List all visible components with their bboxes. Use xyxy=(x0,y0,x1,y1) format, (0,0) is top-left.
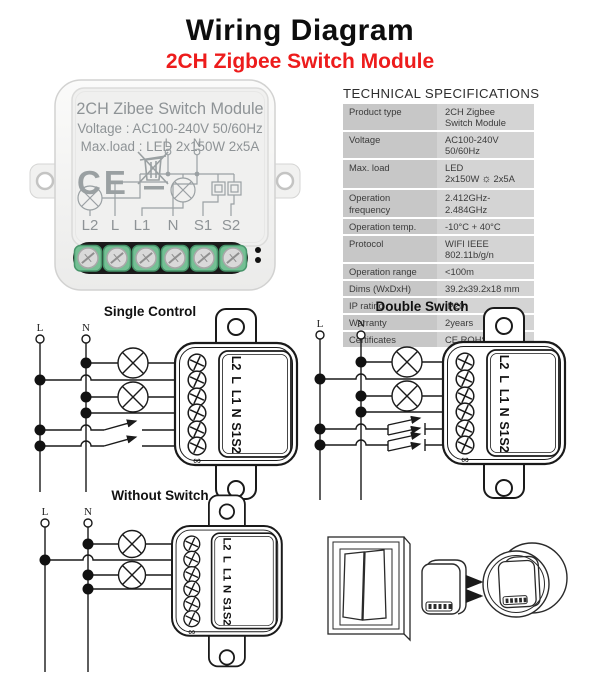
spec-label: Certificates xyxy=(343,332,437,348)
lamp-symbol xyxy=(391,346,423,378)
without-switch-diagram: Without Switch L N xyxy=(39,488,283,672)
photo-label-l1: L1 xyxy=(134,217,151,234)
indicator-dot xyxy=(255,257,261,263)
terminal-strip xyxy=(73,242,261,274)
installation-illustration xyxy=(327,536,568,642)
page-title: Wiring Diagram xyxy=(185,14,415,47)
switch-lever xyxy=(103,435,138,447)
lamp-symbol xyxy=(117,529,147,559)
neutral-wire-label: N xyxy=(84,506,92,518)
switch-lever xyxy=(103,419,138,431)
photo-product-title: 2CH Zibee Switch Module xyxy=(76,100,263,118)
photo-label-s1: S1 xyxy=(194,217,212,234)
spec-label: Dims (WxDxH) xyxy=(343,281,437,297)
spec-value: WIFI IEEE 802.11b/g/n xyxy=(437,235,534,262)
spec-value: 2CH Zigbee Switch Module xyxy=(437,104,534,131)
spec-row: Dims (WxDxH)39.2x39.2x18 mm xyxy=(343,281,534,297)
double-switch-diagram: Double Switch L N xyxy=(314,299,567,500)
neutral-wire-label: N xyxy=(82,322,90,334)
spec-value: <100m xyxy=(437,263,534,279)
wiring xyxy=(40,518,184,672)
specs-heading: TECHNICAL SPECIFICATIONS xyxy=(343,86,540,101)
ear-hole-left xyxy=(35,171,55,191)
neutral-wire-label: N xyxy=(357,318,365,330)
wiring xyxy=(315,330,456,500)
page-subtitle: 2CH Zigbee Switch Module xyxy=(165,50,435,73)
printed-schematic xyxy=(77,148,242,216)
spec-label: Voltage xyxy=(343,132,437,159)
single-control-title: Single Control xyxy=(104,304,196,319)
switch-lever xyxy=(387,425,422,436)
printed-schematic-labels: L N L2 L L1 N S1 S2 xyxy=(82,138,241,234)
switch-lever xyxy=(387,441,422,452)
photo-label-l: L xyxy=(111,217,119,234)
photo-label-s2: S2 xyxy=(222,217,240,234)
spec-label: IP rating xyxy=(343,298,437,314)
double-switch-title: Double Switch xyxy=(375,299,468,314)
spec-value: 39.2x39.2x18 mm xyxy=(437,281,534,297)
photo-label-n-top: N xyxy=(193,138,201,150)
without-switch-title: Without Switch xyxy=(111,488,208,503)
photo-label-n: N xyxy=(168,217,179,234)
wiring xyxy=(35,334,188,492)
weee-icon xyxy=(137,151,169,190)
photo-label-l-top: L xyxy=(165,138,172,150)
spec-label: Product type xyxy=(343,104,437,131)
junction-dots xyxy=(314,356,367,451)
spec-label: Max. load xyxy=(343,160,437,189)
insert-arrows xyxy=(465,574,484,604)
spec-row: Operation range<100m xyxy=(343,263,534,279)
lamp-symbol xyxy=(117,381,149,413)
rocker-button xyxy=(342,551,365,621)
spec-row: Operation temp.-10°C + 40°C xyxy=(343,218,534,234)
photo-label-l2: L2 xyxy=(82,217,99,234)
spec-label: Protocol xyxy=(343,235,437,262)
lamp-symbol xyxy=(391,380,423,412)
module-drawing xyxy=(441,306,567,500)
spec-value: -10°C + 40°C xyxy=(437,218,534,234)
single-control-diagram: Single Control L N xyxy=(34,304,299,500)
switch-lever xyxy=(387,415,422,426)
junction-dots xyxy=(34,357,92,452)
bulb-icon: ☼ xyxy=(481,173,492,186)
module-drawing xyxy=(171,494,283,668)
spec-label: Operation range xyxy=(343,263,437,279)
mini-module-in-box xyxy=(497,555,541,609)
lamp-symbol xyxy=(117,347,149,379)
spec-label: Operation frequency xyxy=(343,190,437,217)
spec-value: 2.412GHz-2.484GHz xyxy=(437,190,534,217)
switch-lever xyxy=(387,431,422,442)
live-wire-label: L xyxy=(317,318,324,330)
mini-module xyxy=(421,559,467,615)
spec-label: Operation temp. xyxy=(343,218,437,234)
live-wire-label: L xyxy=(37,322,44,334)
live-wire-label: L xyxy=(42,506,49,518)
round-wall-box xyxy=(482,542,568,618)
photo-voltage-text: Voltage : AC100-240V 50/60Hz xyxy=(77,121,263,136)
module-label-text: 2CH Zibee Switch Module Voltage : AC100-… xyxy=(76,100,263,154)
wall-switch-plate xyxy=(327,536,411,642)
photo-maxload-text: Max.load : LED 2x150W 2x5A xyxy=(81,139,260,154)
junction-dots xyxy=(39,538,94,595)
product-photo: 2CH Zibee Switch Module Voltage : AC100-… xyxy=(29,79,301,291)
spec-value: AC100-240V 50/60Hz xyxy=(437,132,534,159)
spec-value-prefix: LED 2x150W xyxy=(445,162,480,185)
rocker-button xyxy=(362,549,387,621)
spec-value: LED 2x150W☼2x5A xyxy=(437,160,534,189)
indicator-dot xyxy=(255,247,261,253)
spec-label: Warranty xyxy=(343,315,437,331)
module-drawing xyxy=(173,307,299,500)
terminal-blocks xyxy=(73,244,248,272)
ear-hole-right xyxy=(275,171,295,191)
spec-value-suffix: 2x5A xyxy=(493,173,515,185)
